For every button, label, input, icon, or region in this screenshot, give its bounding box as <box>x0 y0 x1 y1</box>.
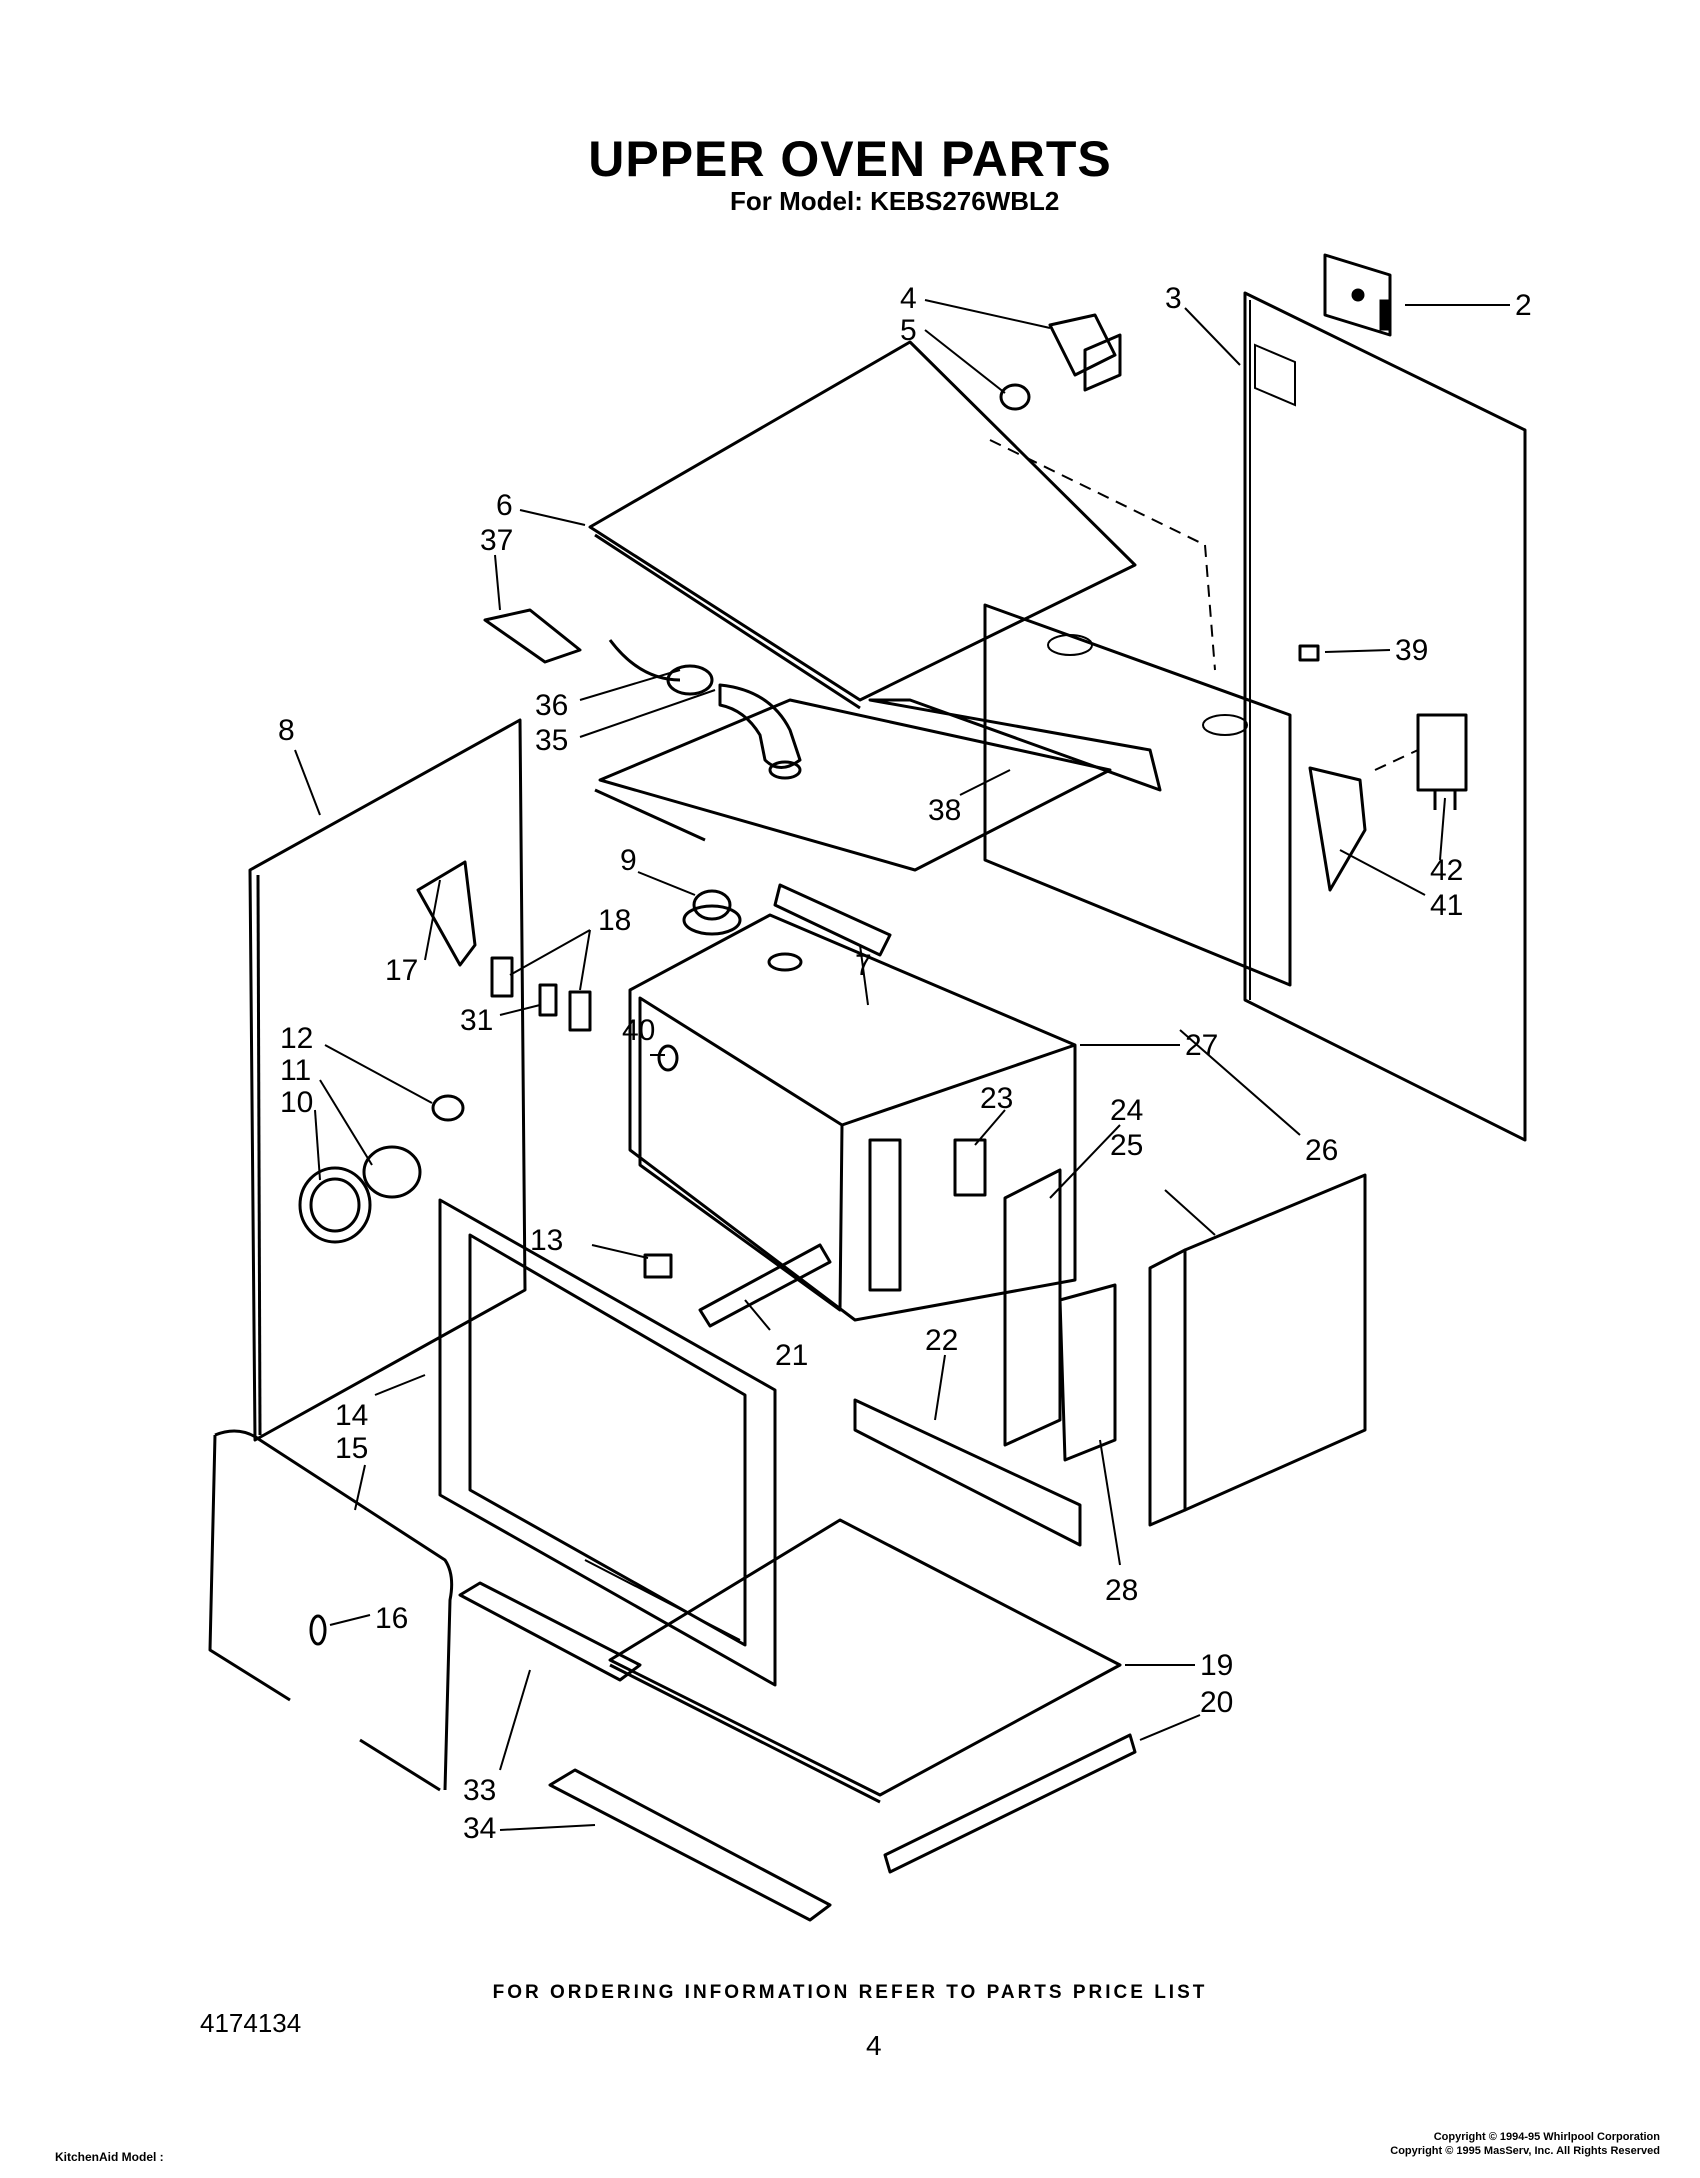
ordering-note: FOR ORDERING INFORMATION REFER TO PARTS … <box>492 1982 1208 2003</box>
callout-13: 13 <box>530 1224 563 1257</box>
part-17-bracket <box>416 860 477 967</box>
part-25-door-panel <box>1148 1173 1367 1527</box>
callout-4: 4 <box>900 282 917 315</box>
part-22-rail <box>853 1398 1082 1547</box>
callout-38: 38 <box>928 794 961 827</box>
page-number: 4 <box>866 2030 882 2061</box>
part-6-top-panel <box>588 340 1137 710</box>
callout-28: 28 <box>1105 1574 1138 1607</box>
callout-2: 2 <box>1515 289 1532 322</box>
part-2-bracket <box>1323 253 1392 337</box>
copyright-line-2: Copyright © 1995 MasServ, Inc. All Right… <box>1390 2145 1660 2157</box>
page-title: UPPER OVEN PARTS <box>588 131 1112 187</box>
model-subtitle: For Model: KEBS276WBL2 <box>730 186 1060 216</box>
callout-7: 7 <box>855 949 872 982</box>
callout-12: 12 <box>280 1022 313 1055</box>
callout-37: 37 <box>480 524 513 557</box>
callout-40: 40 <box>622 1014 655 1047</box>
part-27-oven-cavity <box>628 913 1077 1322</box>
part-16-clip <box>309 1614 327 1646</box>
part-35-36-tube <box>608 639 802 780</box>
part-14-front-frame <box>438 1198 777 1687</box>
part-7-rail <box>773 883 892 957</box>
part-19-bottom-panel <box>608 1518 1122 1804</box>
leader-lines <box>294 299 1510 1831</box>
document-number: 4174134 <box>200 2008 302 2038</box>
callout-33: 33 <box>463 1774 496 1807</box>
callout-18: 18 <box>598 904 631 937</box>
part-37-bracket <box>483 608 582 664</box>
callout-35: 35 <box>535 724 568 757</box>
dashed-guide <box>1204 544 1216 671</box>
callout-labels: 2 3 4 5 6 37 36 35 39 8 38 9 18 17 31 7 … <box>278 282 1532 1845</box>
part-9-light-socket <box>682 889 742 936</box>
part-33-bracket <box>458 1581 642 1682</box>
copyright-line-1: Copyright © 1994-95 Whirlpool Corporatio… <box>1433 2131 1660 2143</box>
callout-36: 36 <box>535 689 568 722</box>
callout-6: 6 <box>496 489 513 522</box>
callout-14: 14 <box>335 1399 368 1432</box>
callout-8: 8 <box>278 714 295 747</box>
chassis-right-panel <box>983 603 1292 987</box>
callout-25: 25 <box>1110 1129 1143 1162</box>
callout-22: 22 <box>925 1324 958 1357</box>
part-41-42-terminal <box>1308 713 1468 892</box>
part-39-plug <box>1298 644 1320 662</box>
part-23-bracket <box>953 1138 987 1197</box>
part-34-rail <box>548 1768 832 1922</box>
callout-39: 39 <box>1395 634 1428 667</box>
callout-11: 11 <box>280 1054 311 1087</box>
part-40-plug <box>657 1044 679 1072</box>
callout-42: 42 <box>1430 854 1463 887</box>
part-21-rail <box>698 1243 832 1328</box>
part-24-28-hinge <box>1003 1168 1117 1462</box>
callout-41: 41 <box>1430 889 1463 922</box>
callout-26: 26 <box>1305 1134 1338 1167</box>
callout-10: 10 <box>280 1086 313 1119</box>
part-8-side-panel <box>248 718 527 1442</box>
callout-21: 21 <box>775 1339 808 1372</box>
part-15-door-gasket <box>208 1429 454 1792</box>
part-4-5-switch <box>999 313 1122 411</box>
callout-3: 3 <box>1165 282 1182 315</box>
callout-19: 19 <box>1200 1649 1233 1682</box>
part-20-rail <box>883 1733 1137 1874</box>
part-10-11-12-light <box>298 1094 465 1244</box>
callout-27: 27 <box>1185 1029 1218 1062</box>
part-26-rear-panel <box>1243 291 1527 1142</box>
callout-9: 9 <box>620 844 637 877</box>
callout-31: 31 <box>460 1004 493 1037</box>
callout-23: 23 <box>980 1082 1013 1115</box>
callout-16: 16 <box>375 1602 408 1635</box>
part-18-31-clips <box>490 956 592 1032</box>
part-38-baffle <box>594 698 1162 872</box>
callout-5: 5 <box>900 314 917 347</box>
callout-24: 24 <box>1110 1094 1143 1127</box>
part-13-latch <box>643 1253 673 1279</box>
model-line: KitchenAid Model : <box>55 2150 164 2164</box>
copyright: Copyright © 1994-95 Whirlpool Corporatio… <box>1390 2130 1660 2158</box>
callout-15: 15 <box>335 1432 368 1465</box>
callout-17: 17 <box>385 954 418 987</box>
callout-20: 20 <box>1200 1686 1233 1719</box>
callout-34: 34 <box>463 1812 496 1845</box>
